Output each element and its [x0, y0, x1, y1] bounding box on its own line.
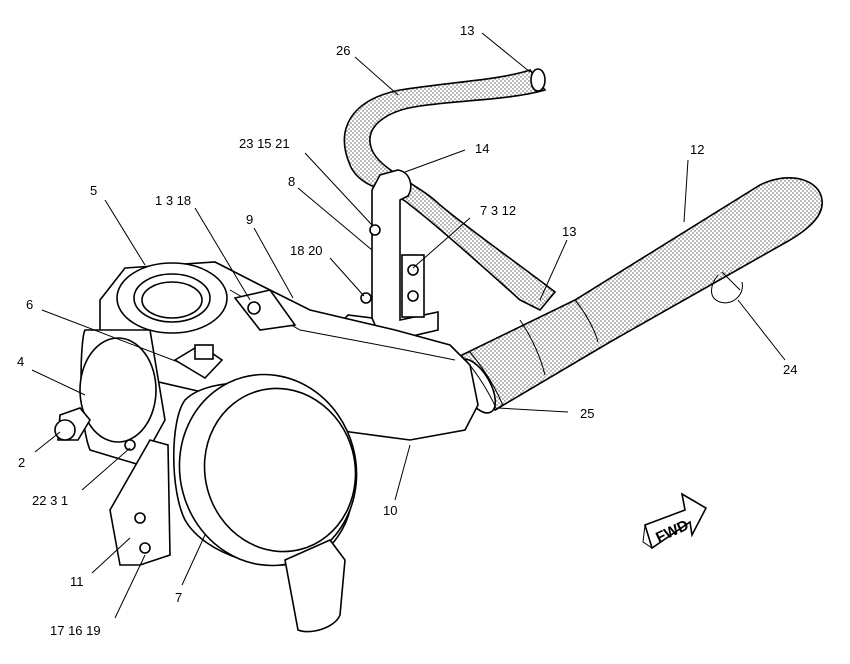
callout-6: 6: [26, 297, 33, 312]
clamp-6: [173, 344, 224, 380]
callout-11: 11: [70, 574, 84, 589]
cap-2: [54, 407, 91, 441]
left-canister: [79, 329, 166, 466]
callout-7-3-12: 7 3 12: [480, 203, 516, 218]
callout-26: 26: [336, 43, 350, 58]
callout-labels: 13 26 23 15 21 14 12 5 1 3 18 8 9 7 3 12…: [17, 23, 797, 638]
callout-4: 4: [17, 354, 24, 369]
callout-18-20: 18 20: [290, 243, 323, 258]
bracket-11: [109, 439, 171, 566]
callout-12: 12: [690, 142, 704, 157]
callout-25: 25: [580, 406, 594, 421]
callout-22-3-1: 22 3 1: [32, 493, 68, 508]
callout-24: 24: [783, 362, 797, 377]
callout-9: 9: [246, 212, 253, 227]
callout-14: 14: [475, 141, 489, 156]
inlet-ring: [116, 262, 228, 334]
callout-10: 10: [383, 503, 397, 518]
filter-canister: [172, 373, 358, 633]
leader-lines: [31, 32, 786, 619]
callout-13-mid: 13: [562, 224, 576, 239]
fwd-direction-marker: FWD: [642, 492, 708, 550]
callout-8: 8: [288, 174, 295, 189]
callout-5: 5: [90, 183, 97, 198]
callout-7: 7: [175, 590, 182, 605]
callout-13-top: 13: [460, 23, 474, 38]
callout-23-15-21: 23 15 21: [239, 136, 290, 151]
callout-2: 2: [18, 455, 25, 470]
clamp-24: [711, 271, 743, 304]
callout-1-3-18: 1 3 18: [155, 193, 191, 208]
callout-17-16-19: 17 16 19: [50, 623, 101, 638]
